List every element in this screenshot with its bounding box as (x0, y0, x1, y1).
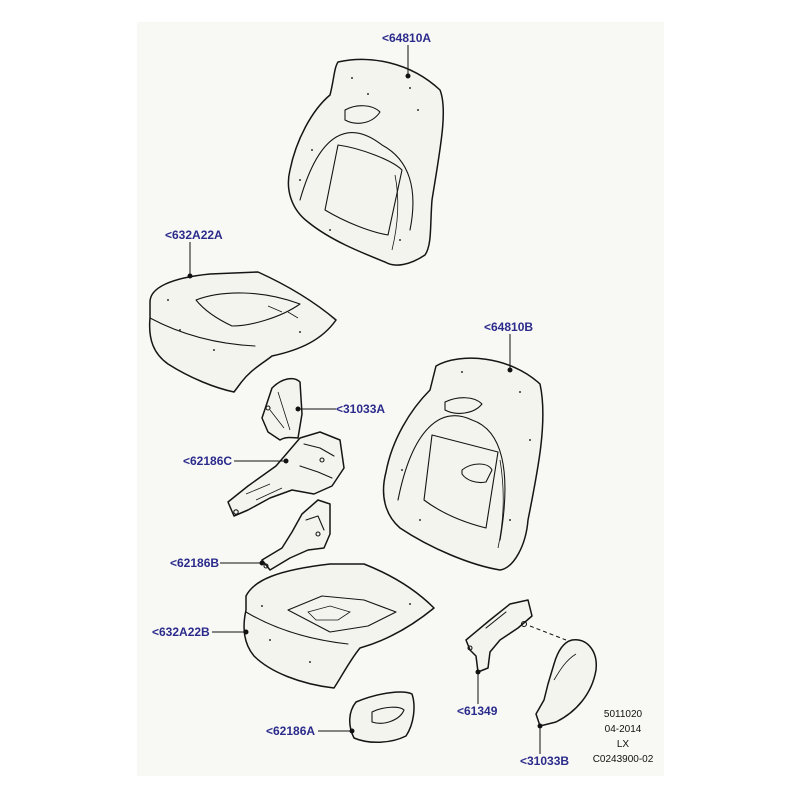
ref-number: 5011020 (603, 709, 643, 720)
bracket-62186B[interactable] (261, 499, 331, 571)
callout-62186A[interactable]: <62186A (266, 724, 316, 738)
bracket-61349[interactable] (465, 599, 567, 673)
callout-632A22B[interactable]: <632A22B (152, 625, 210, 639)
backrest-cover-upper[interactable] (287, 58, 445, 266)
cushion-cover-upper[interactable] (148, 271, 337, 393)
pad-62186A[interactable] (349, 691, 415, 743)
callout-31033A[interactable]: <31033A (336, 402, 386, 416)
callout-62186B[interactable]: <62186B (170, 556, 220, 570)
trim-panel-31033B[interactable] (535, 639, 597, 727)
callout-31033B[interactable]: <31033B (520, 754, 570, 768)
ref-illustration-id: C0243900-02 (592, 754, 654, 765)
ref-model: LX (616, 739, 630, 750)
fabric-texture (167, 77, 531, 663)
callout-64810A[interactable]: <64810A (382, 31, 432, 45)
ref-date: 04-2014 (604, 724, 642, 735)
leader-lines (187, 45, 543, 754)
cushion-cover-lower[interactable] (243, 563, 435, 689)
callout-64810B[interactable]: <64810B (484, 320, 534, 334)
callout-61349[interactable]: <61349 (457, 704, 498, 718)
trim-panel-31033A[interactable] (261, 377, 303, 441)
callout-62186C[interactable]: <62186C (183, 454, 233, 468)
backrest-cover-lower[interactable] (382, 357, 544, 571)
callout-632A22A[interactable]: <632A22A (165, 228, 223, 242)
